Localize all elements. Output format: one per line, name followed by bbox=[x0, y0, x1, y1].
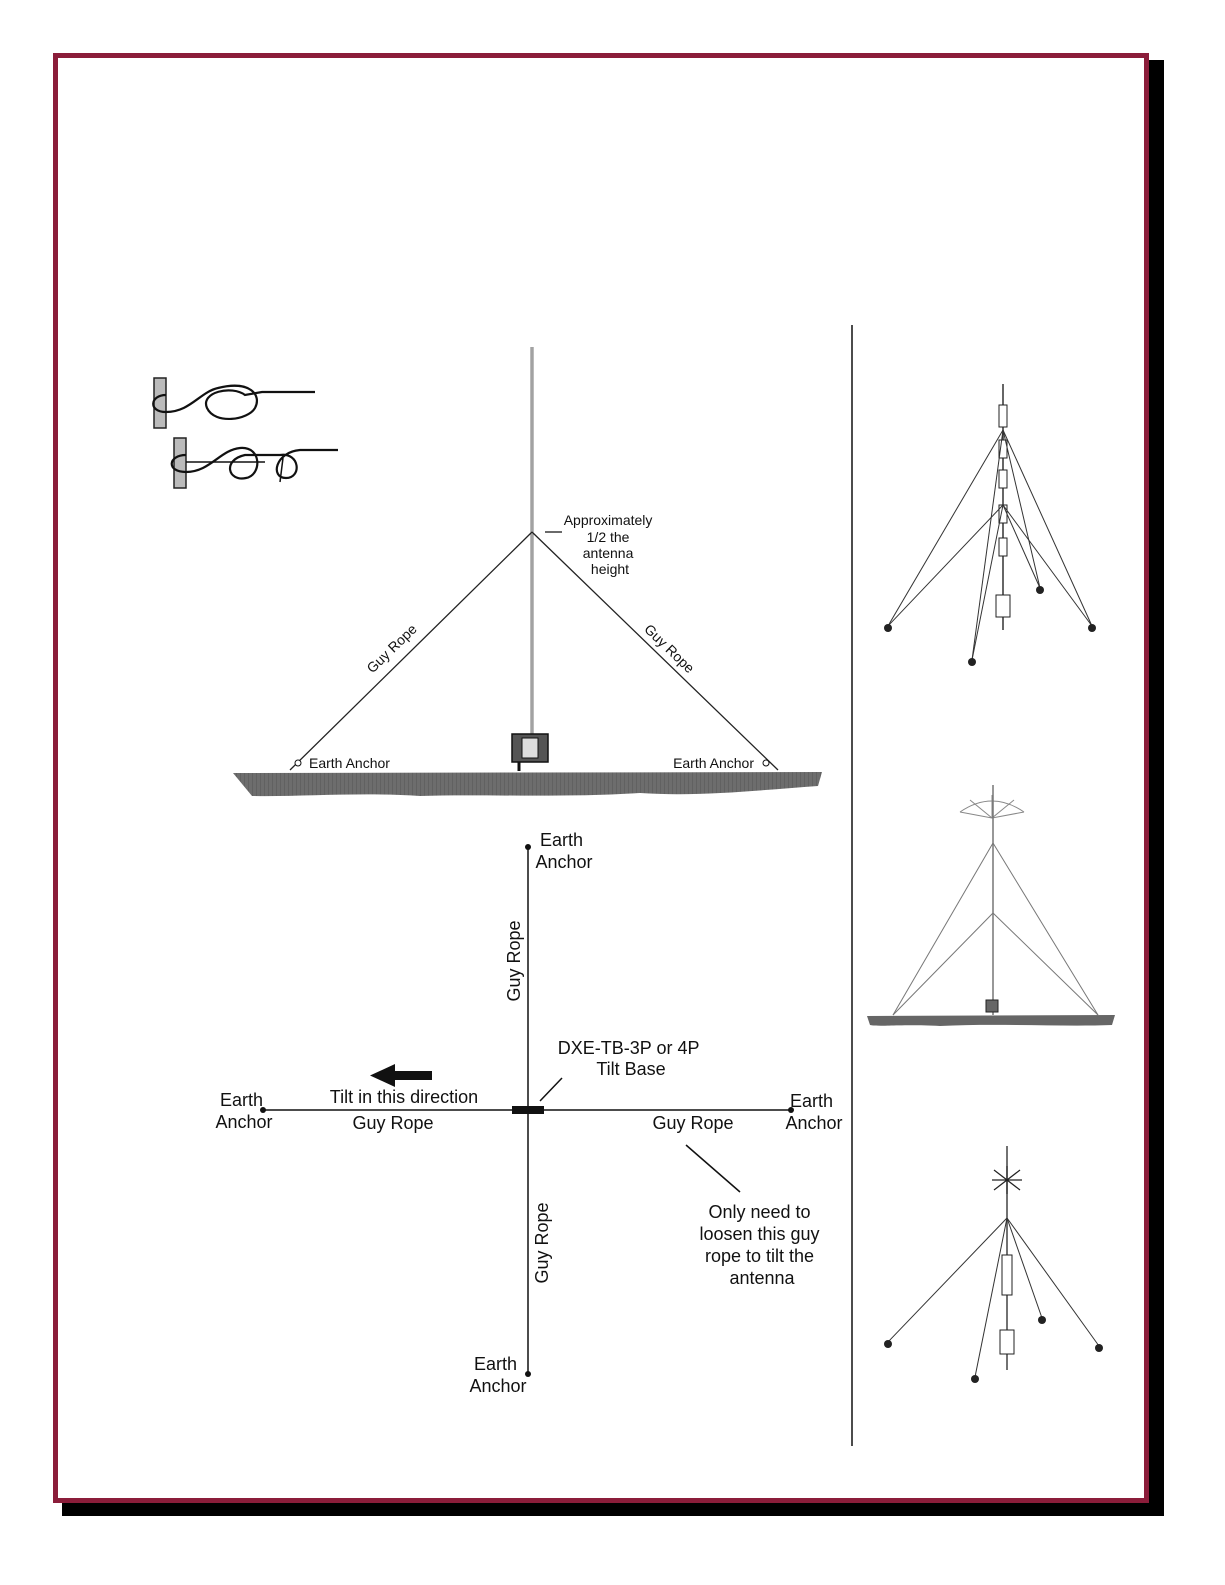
knot-illustration-2 bbox=[172, 438, 338, 488]
antenna-illustration-1 bbox=[884, 384, 1096, 666]
guy-rope-right-top-label: Guy Rope bbox=[652, 1113, 733, 1133]
anchor-dot-top bbox=[525, 844, 531, 850]
tilt-arrow bbox=[370, 1064, 432, 1087]
guy-rope-top-label: Guy Rope bbox=[504, 920, 524, 1001]
side-view-diagram: Approximately 1/2 the antenna height Guy… bbox=[233, 347, 822, 796]
earth-anchor-left-mark bbox=[295, 760, 301, 766]
guy-rope-left-top-label: Guy Rope bbox=[352, 1113, 433, 1133]
guy-rope-right-line bbox=[532, 532, 778, 770]
earth-anchor-left-label: Earth Anchor bbox=[309, 755, 390, 771]
tilt-base-pointer bbox=[540, 1078, 562, 1101]
guy-rope-left-line bbox=[290, 532, 532, 770]
antenna-illustration-3 bbox=[884, 1146, 1103, 1383]
loosen-pointer bbox=[686, 1145, 740, 1192]
knot-illustration-1 bbox=[153, 378, 315, 428]
tilt-base-label: DXE-TB-3P or 4P Tilt Base bbox=[558, 1038, 704, 1079]
top-view-diagram: Earth Anchor Earth Anchor Earth Anchor E… bbox=[215, 830, 842, 1396]
earth-anchor-right-mark bbox=[763, 760, 769, 766]
antenna-illustration-2 bbox=[867, 785, 1115, 1026]
tilt-base-marker bbox=[512, 1106, 544, 1114]
earth-anchor-right-label: Earth Anchor bbox=[673, 755, 754, 771]
approx-label: Approximately 1/2 the antenna height bbox=[564, 512, 657, 577]
tilt-base-side bbox=[512, 734, 548, 771]
earth-anchor-bottom-label: Earth Anchor bbox=[469, 1354, 526, 1396]
guy-rope-right-label: Guy Rope bbox=[641, 621, 698, 676]
earth-anchor-right-top-label: Earth Anchor bbox=[785, 1091, 842, 1133]
guy-rope-bottom-label: Guy Rope bbox=[532, 1202, 552, 1283]
guy-rope-left-label: Guy Rope bbox=[363, 621, 420, 676]
tilt-direction-label: Tilt in this direction bbox=[330, 1087, 478, 1107]
ground bbox=[233, 772, 822, 796]
loosen-note: Only need to loosen this guy rope to til… bbox=[699, 1202, 824, 1288]
earth-anchor-top-label: Earth Anchor bbox=[535, 830, 592, 872]
